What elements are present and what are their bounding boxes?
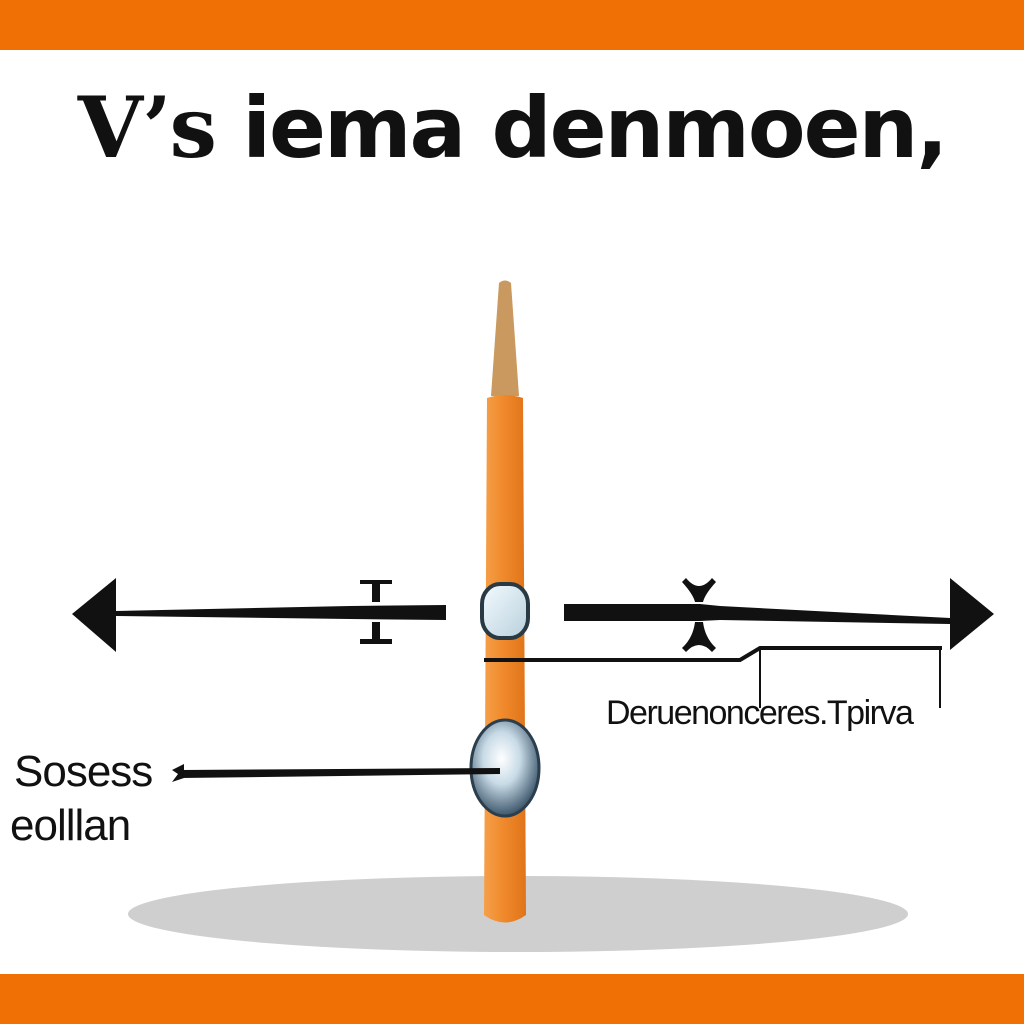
top-orange-band <box>0 0 1024 50</box>
left-tick-mark <box>360 580 392 644</box>
title-rest: iema denmoen, <box>242 79 948 177</box>
diagram-title: V’s iema denmoen, <box>0 78 1024 177</box>
rod-tip <box>491 280 519 396</box>
right-callout-label: Deruenonceres.Tpirva <box>606 694 914 732</box>
right-tick-mark <box>682 578 716 652</box>
left-callout-hook <box>172 764 184 782</box>
axis-right-line <box>564 604 950 624</box>
right-arrowhead <box>950 578 994 650</box>
left-callout-label-line2: eolllan <box>10 801 131 850</box>
small-lens <box>480 582 530 640</box>
bottom-orange-band <box>0 974 1024 1024</box>
axis-left-line <box>116 605 446 620</box>
left-callout-label-line1: Sosess <box>14 747 153 796</box>
large-lens <box>469 718 541 818</box>
title-first-word: V’s <box>77 78 217 177</box>
left-arrowhead <box>72 578 116 652</box>
right-callout-leader <box>484 646 942 662</box>
left-callout-leader <box>180 768 500 778</box>
